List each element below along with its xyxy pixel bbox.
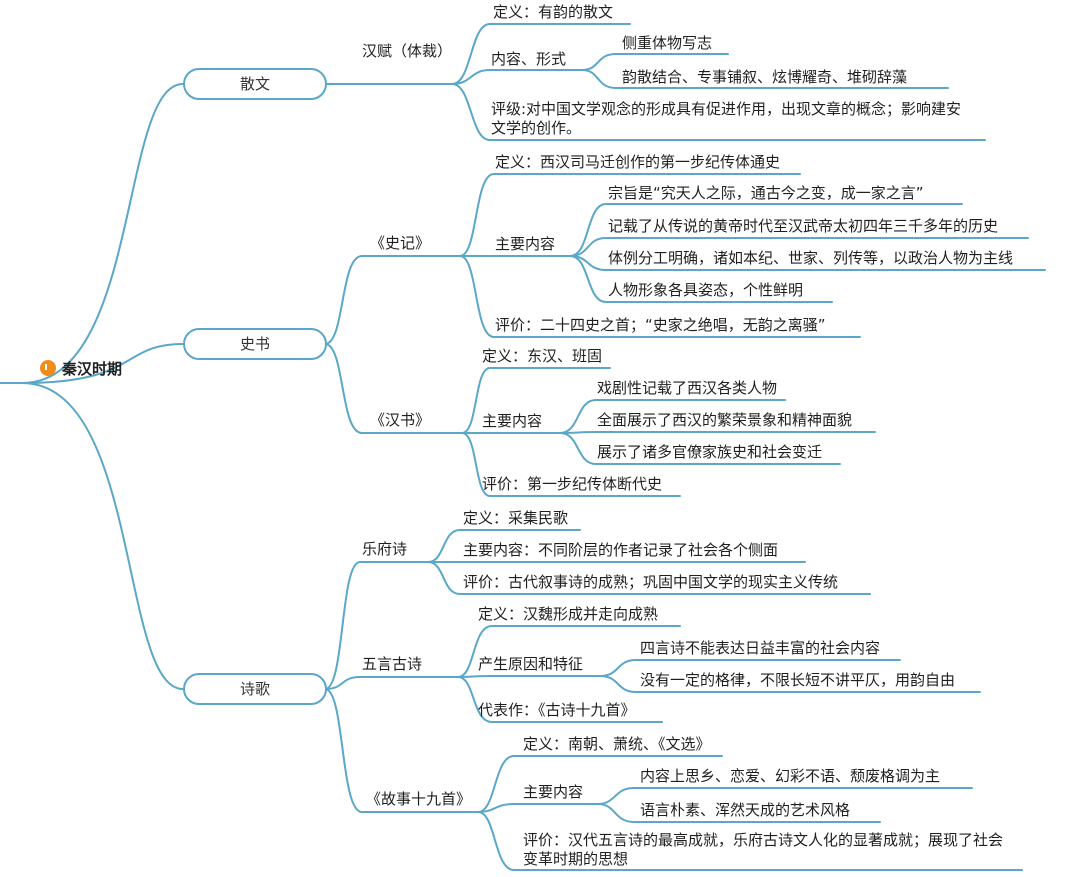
branch-history[interactable]: 史书 (183, 328, 327, 360)
node-gushi-item[interactable]: 语言朴素、浑然天成的艺术风格 (640, 801, 851, 819)
node-yuefu-evaluation[interactable]: 评价：古代叙事诗的成熟；巩固中国文学的现实主义传统 (463, 573, 839, 591)
node-wuyan-item[interactable]: 四言诗不能表达日益丰富的社会内容 (640, 639, 881, 657)
node-shiji-main[interactable]: 主要内容 (495, 235, 556, 253)
node-gushi-item[interactable]: 内容上思乡、恋爱、幻彩不语、颓废格调为主 (640, 767, 941, 785)
flag-icon (40, 360, 56, 376)
node-shiji-evaluation[interactable]: 评价：二十四史之首；“史家之绝唱，无韵之离骚” (495, 316, 826, 334)
node-gushi-main[interactable]: 主要内容 (523, 783, 584, 801)
node-shiji-item[interactable]: 记载了从传说的黄帝时代至汉武帝太初四年三千多年的历史 (608, 217, 999, 235)
node-gushi[interactable]: 《故事十九首》 (366, 790, 472, 808)
node-hanshu[interactable]: 《汉书》 (370, 411, 431, 429)
node-wuyan-cause[interactable]: 产生原因和特征 (478, 655, 584, 673)
root-label: 秦汉时期 (62, 360, 123, 378)
node-cf-item[interactable]: 韵散结合、专事铺叙、炫博耀奇、堆砌辞藻 (622, 68, 908, 86)
branch-poetry[interactable]: 诗歌 (183, 673, 327, 705)
node-shiji-item[interactable]: 人物形象各具姿态，个性鲜明 (608, 281, 804, 299)
node-shiji-item[interactable]: 宗旨是“究天人之际，通古今之变，成一家之言” (608, 184, 924, 202)
node-shiji-definition[interactable]: 定义：西汉司马迁创作的第一步纪传体通史 (495, 153, 781, 171)
node-gushi-definition[interactable]: 定义：南朝、萧统、《文选》 (523, 735, 711, 753)
node-wuyan-item[interactable]: 没有一定的格律，不限长短不讲平仄，用韵自由 (640, 671, 956, 689)
node-hanshu-item[interactable]: 全面展示了西汉的繁荣景象和精神面貌 (597, 411, 853, 429)
node-yuefu-definition[interactable]: 定义：采集民歌 (463, 509, 569, 527)
branch-prose[interactable]: 散文 (183, 68, 327, 100)
node-hanshu-main[interactable]: 主要内容 (482, 412, 543, 430)
node-hanfu-definition[interactable]: 定义：有韵的散文 (493, 3, 614, 21)
node-gushi-evaluation[interactable]: 评价：汉代五言诗的最高成就，乐府古诗文人化的显著成就；展现了社会变革时期的思想 (523, 831, 1004, 868)
node-shiji[interactable]: 《史记》 (370, 234, 431, 252)
node-wuyan[interactable]: 五言古诗 (362, 655, 423, 673)
node-hanshu-definition[interactable]: 定义：东汉、班固 (482, 347, 603, 365)
node-hanshu-evaluation[interactable]: 评价：第一步纪传体断代史 (482, 475, 663, 493)
root-node[interactable]: 秦汉时期 (40, 358, 122, 379)
node-hanshu-item[interactable]: 戏剧性记载了西汉各类人物 (597, 379, 778, 397)
node-wuyan-representative[interactable]: 代表作：《古诗十九首》 (478, 701, 636, 719)
node-shiji-item[interactable]: 体例分工明确，诸如本纪、世家、列传等，以政治人物为主线 (608, 249, 1014, 267)
node-hanfu[interactable]: 汉赋（体裁） (362, 42, 453, 60)
node-wuyan-definition[interactable]: 定义：汉魏形成并走向成熟 (478, 605, 659, 623)
node-content-form[interactable]: 内容、形式 (491, 50, 567, 68)
node-yuefu[interactable]: 乐府诗 (362, 540, 408, 558)
node-cf-item[interactable]: 侧重体物写志 (622, 34, 713, 52)
node-yuefu-main[interactable]: 主要内容：不同阶层的作者记录了社会各个侧面 (463, 541, 779, 559)
node-hanfu-evaluation[interactable]: 评级:对中国文学观念的形成具有促进作用，出现文章的概念；影响建安文学的创作。 (491, 100, 962, 137)
node-hanshu-item[interactable]: 展示了诸多官僚家族史和社会变迁 (597, 443, 823, 461)
